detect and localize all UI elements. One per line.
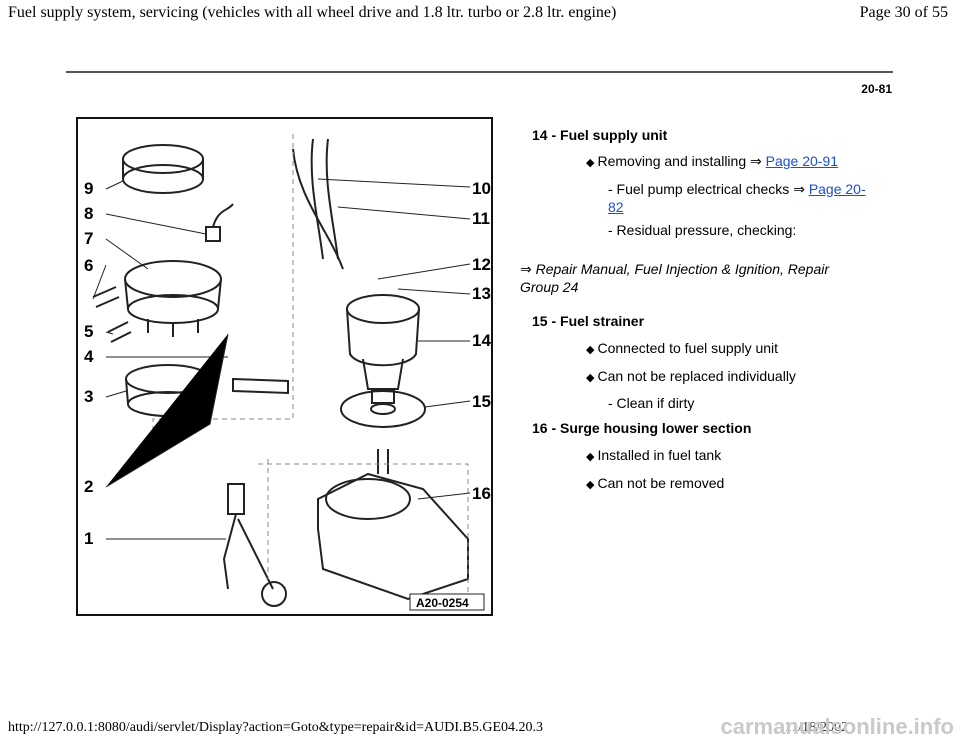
diamond-icon: ◆ bbox=[586, 479, 595, 491]
figure-label-16: 16 bbox=[472, 484, 491, 503]
figure-label-9: 9 bbox=[84, 179, 93, 198]
arrow-icon: ⇒ bbox=[520, 261, 532, 277]
exploded-view-figure: 9 8 7 6 5 4 3 2 1 10 11 12 13 14 15 16 A… bbox=[76, 117, 493, 616]
arrow-icon: ⇒ bbox=[750, 153, 762, 169]
figure-label-6: 6 bbox=[84, 256, 93, 275]
item-14-bullet-1: ◆Removing and installing ⇒ Page 20-91 bbox=[586, 153, 839, 169]
diamond-icon: ◆ bbox=[586, 157, 595, 169]
item-15-sub-1: - Clean if dirty bbox=[608, 395, 695, 411]
figure-label-3: 3 bbox=[84, 387, 93, 406]
footer-url: http://127.0.0.1:8080/audi/servlet/Displ… bbox=[8, 720, 543, 735]
figure-label-14: 14 bbox=[472, 331, 491, 350]
figure-label-1: 1 bbox=[84, 529, 93, 548]
figure-label-8: 8 bbox=[84, 204, 93, 223]
link-page-20-82[interactable]: Page 20- bbox=[808, 181, 866, 197]
watermark-logo: carmanualsonline.info bbox=[720, 714, 955, 739]
item-15-title: 15 - Fuel strainer bbox=[532, 313, 645, 329]
diamond-icon: ◆ bbox=[586, 344, 595, 356]
figure-label-5: 5 bbox=[84, 322, 93, 341]
manual-page-number: 20-81 bbox=[861, 82, 892, 96]
figure-code: A20-0254 bbox=[416, 596, 469, 610]
fuel-supply-diagram: 9 8 7 6 5 4 3 2 1 10 11 12 13 14 15 16 A… bbox=[84, 134, 491, 611]
item-14-title: 14 - Fuel supply unit bbox=[532, 127, 668, 143]
figure-label-11: 11 bbox=[472, 209, 490, 228]
figure-label-7: 7 bbox=[84, 229, 93, 248]
figure-label-12: 12 bbox=[472, 255, 491, 274]
item-14-sub-2: - Residual pressure, checking: bbox=[608, 222, 797, 238]
figure-label-15: 15 bbox=[472, 392, 491, 411]
figure-label-10: 10 bbox=[472, 179, 491, 198]
item-14-reference: ⇒ Repair Manual, Fuel Injection & Igniti… bbox=[520, 261, 830, 295]
item-14-sub-1: - Fuel pump electrical checks ⇒ Page 20-… bbox=[608, 181, 866, 215]
diamond-icon: ◆ bbox=[586, 451, 595, 463]
page-indicator: Page 30 of 55 bbox=[859, 4, 948, 21]
footer-date: 11/18/2002 bbox=[784, 720, 848, 735]
header-rule bbox=[66, 71, 893, 73]
document-title: Fuel supply system, servicing (vehicles … bbox=[8, 4, 617, 21]
figure-label-4: 4 bbox=[84, 347, 94, 366]
link-page-20-91[interactable]: Page 20-91 bbox=[765, 153, 839, 169]
item-16-title: 16 - Surge housing lower section bbox=[532, 420, 752, 436]
item-15-bullet-2: ◆Can not be replaced individually bbox=[586, 368, 796, 384]
item-16-bullet-2: ◆Can not be removed bbox=[586, 475, 725, 491]
item-15-bullet-1: ◆Connected to fuel supply unit bbox=[586, 340, 779, 356]
link-page-20-82-cont[interactable]: 82 bbox=[608, 199, 624, 215]
figure-label-13: 13 bbox=[472, 284, 491, 303]
diamond-icon: ◆ bbox=[586, 372, 595, 384]
item-16-bullet-1: ◆Installed in fuel tank bbox=[586, 447, 722, 463]
arrow-icon: ⇒ bbox=[793, 181, 805, 197]
figure-label-2: 2 bbox=[84, 477, 93, 496]
